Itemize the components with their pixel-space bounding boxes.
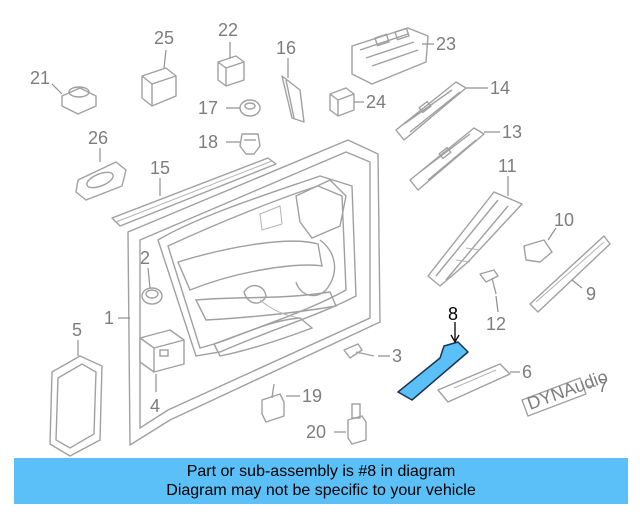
- trim-strip: [529, 235, 611, 313]
- callout-24: 24: [366, 92, 386, 112]
- retainer: [523, 239, 553, 263]
- mirror-cover: [281, 75, 305, 123]
- relay-box: [329, 87, 355, 117]
- sill-plate-inner: [437, 363, 511, 403]
- callout-8: 8: [448, 304, 458, 324]
- callout-13: 13: [502, 122, 522, 142]
- callout-3: 3: [392, 346, 402, 366]
- switch-bezel-lower: [409, 127, 485, 191]
- callout-2: 2: [140, 248, 150, 268]
- callout-25: 25: [154, 28, 174, 48]
- part-info-banner: Part or sub-assembly is #8 in diagram Di…: [14, 458, 628, 504]
- bracket: [139, 329, 185, 373]
- callout-21: 21: [30, 68, 50, 88]
- banner-line-2: Diagram may not be specific to your vehi…: [166, 482, 476, 499]
- speaker-grille: [49, 355, 103, 457]
- callout-16: 16: [276, 38, 296, 58]
- switch-small: [217, 55, 245, 87]
- window-switch-master: [351, 27, 429, 85]
- grommet: [239, 99, 261, 117]
- switch: [141, 67, 177, 107]
- callout-17: 17: [198, 98, 218, 118]
- parts-diagram: DYNAudio 21 25 22: [30, 20, 611, 457]
- callout-26: 26: [88, 128, 108, 148]
- callout-20: 20: [306, 422, 326, 442]
- callout-4: 4: [150, 396, 160, 416]
- callout-12: 12: [486, 314, 506, 334]
- callout-19: 19: [302, 386, 322, 406]
- callout-14: 14: [490, 78, 510, 98]
- callout-23: 23: [436, 34, 456, 54]
- door-panel: [127, 139, 381, 446]
- bulb: [347, 403, 367, 445]
- belt-molding: [111, 157, 277, 227]
- leader-lines: [51, 42, 596, 433]
- switch-bezel-upper: [395, 81, 467, 141]
- lamp-socket: [261, 383, 285, 423]
- callout-11: 11: [498, 156, 517, 176]
- highlighted-part-8: [397, 341, 469, 401]
- callout-22: 22: [218, 20, 238, 40]
- clip: [141, 287, 163, 305]
- door-handle: [75, 161, 127, 201]
- callout-10: 10: [554, 210, 574, 230]
- mirror-knob: [61, 86, 97, 115]
- callout-15: 15: [150, 158, 170, 178]
- callout-9: 9: [586, 284, 596, 304]
- bolt: [343, 343, 375, 359]
- callout-7: 7: [598, 376, 608, 396]
- callout-6: 6: [522, 362, 532, 382]
- callout-numbers: 21 25 22 16 23 24 14 17 18 26 15 13 11 1…: [30, 20, 608, 442]
- banner-line-1: Part or sub-assembly is #8 in diagram: [186, 463, 456, 480]
- callout-1: 1: [104, 308, 114, 328]
- callout-18: 18: [198, 132, 218, 152]
- callout-5: 5: [72, 320, 82, 340]
- pillar-trim: [427, 191, 523, 287]
- screw: [479, 269, 499, 295]
- push-clip: [239, 133, 261, 155]
